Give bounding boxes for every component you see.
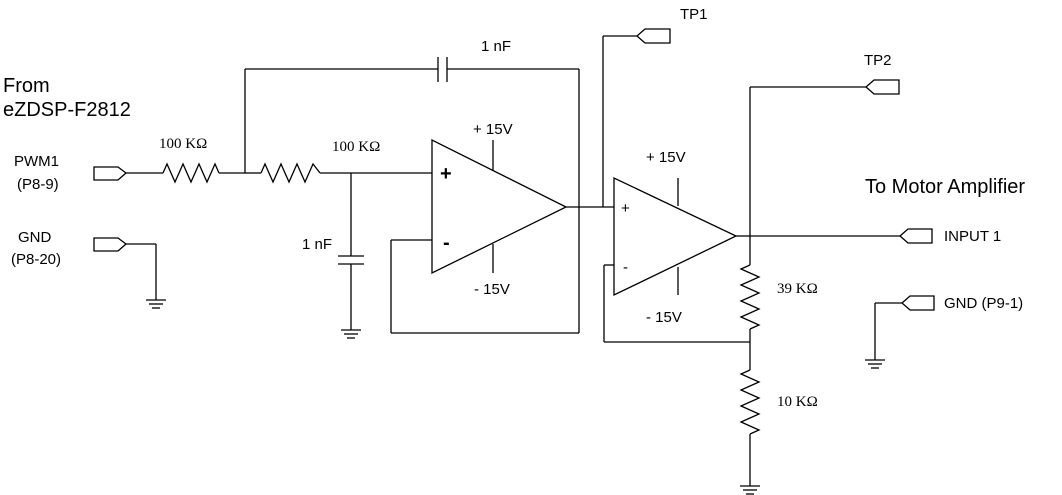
tp2-connector	[865, 79, 900, 95]
opamp-1-vpos-label: + 15V	[473, 121, 513, 138]
c-shunt-label: 1 nF	[302, 236, 332, 253]
source-line2: eZDSP-F2812	[3, 99, 131, 121]
opamp-2-plus: +	[621, 200, 630, 217]
opamp-1-minus: -	[443, 232, 450, 254]
opamp-2-vpos-label: + 15V	[646, 149, 686, 166]
gnd-in-label: GND	[18, 229, 52, 246]
gnd-in-pin-label: (P8-20)	[11, 251, 61, 268]
ground-symbol	[146, 299, 166, 309]
c-feedback-label: 1 nF	[481, 38, 511, 55]
opamp-1-vneg-label: - 15V	[474, 281, 510, 298]
tp2-label: TP2	[864, 52, 892, 69]
opamp-2-minus: -	[623, 259, 628, 276]
input1-label: INPUT 1	[944, 228, 1001, 245]
tp1-connector	[636, 28, 671, 44]
resistor-39k	[739, 264, 761, 330]
destination-label: To Motor Amplifier	[865, 176, 1025, 198]
opamp-2	[613, 176, 738, 297]
source-line1: From	[3, 75, 50, 97]
gnd-in-connector	[93, 237, 128, 252]
ground-symbol	[740, 485, 760, 495]
ground-symbol	[341, 329, 361, 339]
opamp-1-plus: +	[440, 163, 452, 185]
gnd-out-connector	[901, 295, 935, 311]
opamp-1	[431, 138, 568, 275]
r4-label: 10 KΩ	[777, 394, 818, 410]
gnd-out-label: GND (P9-1)	[944, 295, 1023, 312]
resistor-10k	[739, 369, 761, 435]
pwm1-pin-label: (P8-9)	[17, 176, 59, 193]
pwm1-connector	[93, 166, 128, 181]
resistor-100k-2	[260, 162, 321, 184]
input1-connector	[899, 228, 933, 244]
pwm1-label: PWM1	[14, 153, 59, 170]
tp1-label: TP1	[680, 6, 708, 23]
ground-symbol	[865, 359, 885, 369]
r2-label: 100 KΩ	[332, 139, 380, 155]
r3-label: 39 KΩ	[777, 281, 818, 297]
opamp-2-vneg-label: - 15V	[646, 309, 682, 326]
resistor-100k-1	[162, 162, 220, 184]
r1-label: 100 KΩ	[159, 136, 207, 152]
